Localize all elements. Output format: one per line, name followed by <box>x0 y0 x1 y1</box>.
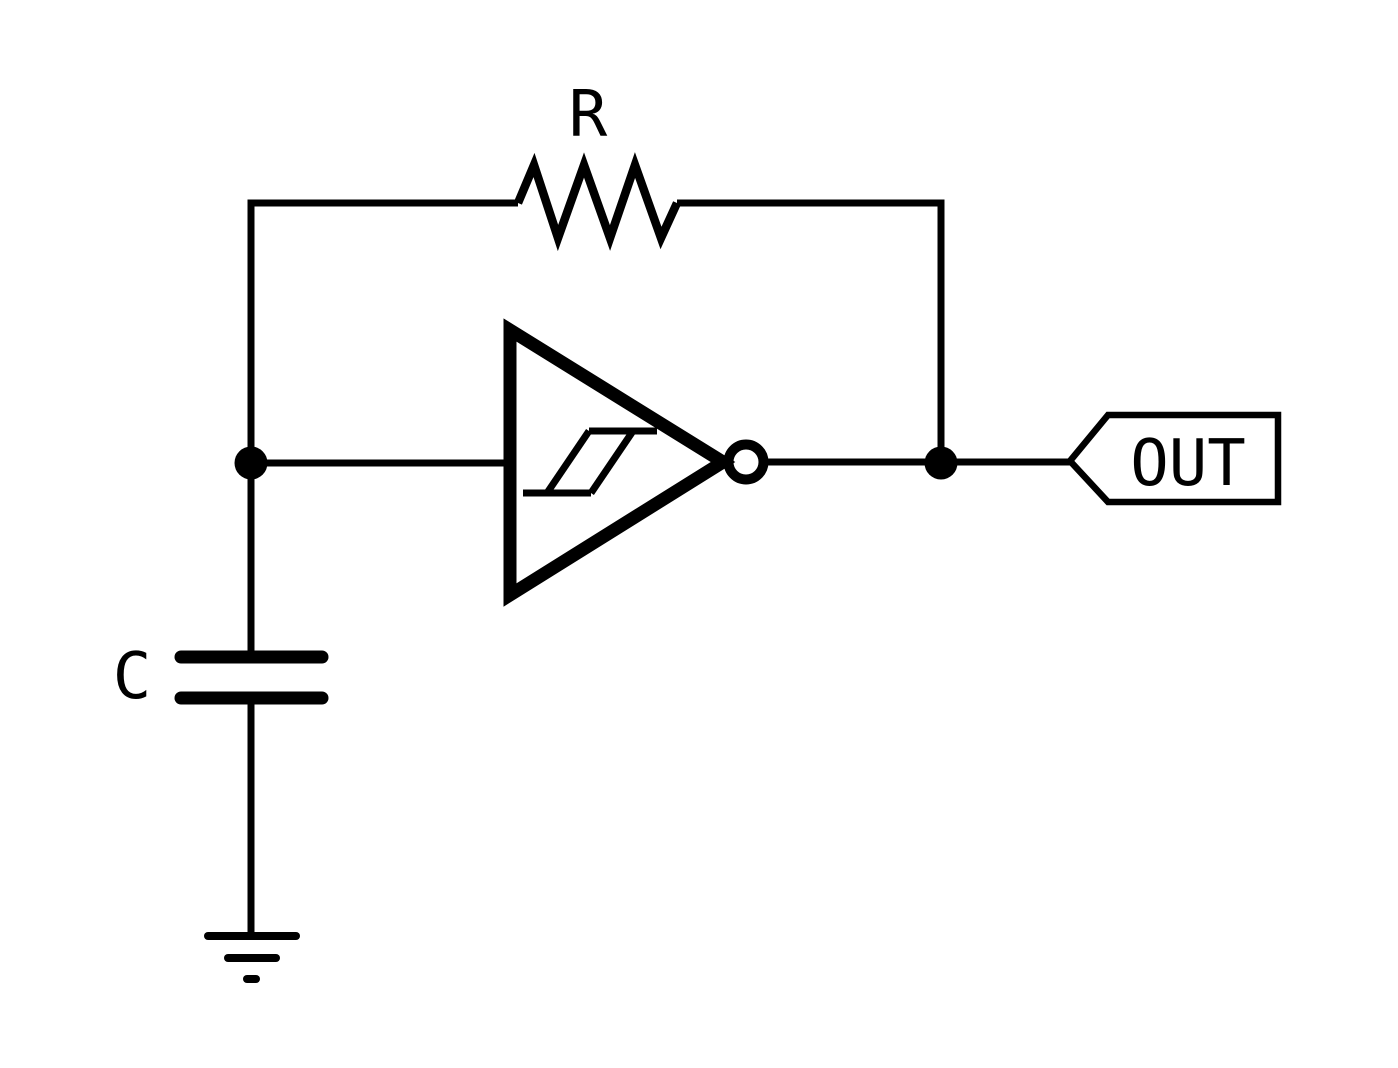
hysteresis-right-slant <box>588 429 636 495</box>
capacitor-label: C <box>113 640 152 714</box>
output-tag-label: OUT <box>1130 427 1246 501</box>
output-tag-outline <box>1065 411 1282 506</box>
earth-ground-symbol <box>204 932 300 983</box>
schmitt-trigger-inverter-symbol <box>503 318 769 607</box>
inversion-bubble-icon <box>723 439 769 485</box>
timing-capacitor-symbol: C <box>113 640 329 714</box>
hysteresis-icon <box>523 427 657 497</box>
resistor-label: R <box>569 78 608 152</box>
inverter-triangle <box>503 318 736 607</box>
wire-feedback-right <box>677 199 945 463</box>
wires <box>247 199 1070 936</box>
hysteresis-left-slant <box>544 429 592 495</box>
feedback-resistor-symbol: R <box>514 78 681 252</box>
resistor-zigzag <box>514 152 681 252</box>
junction-dot-output <box>924 446 958 480</box>
wire-feedback-left <box>247 199 518 651</box>
junction-dot-input <box>234 446 268 480</box>
output-net-tag: OUT <box>1065 411 1282 506</box>
